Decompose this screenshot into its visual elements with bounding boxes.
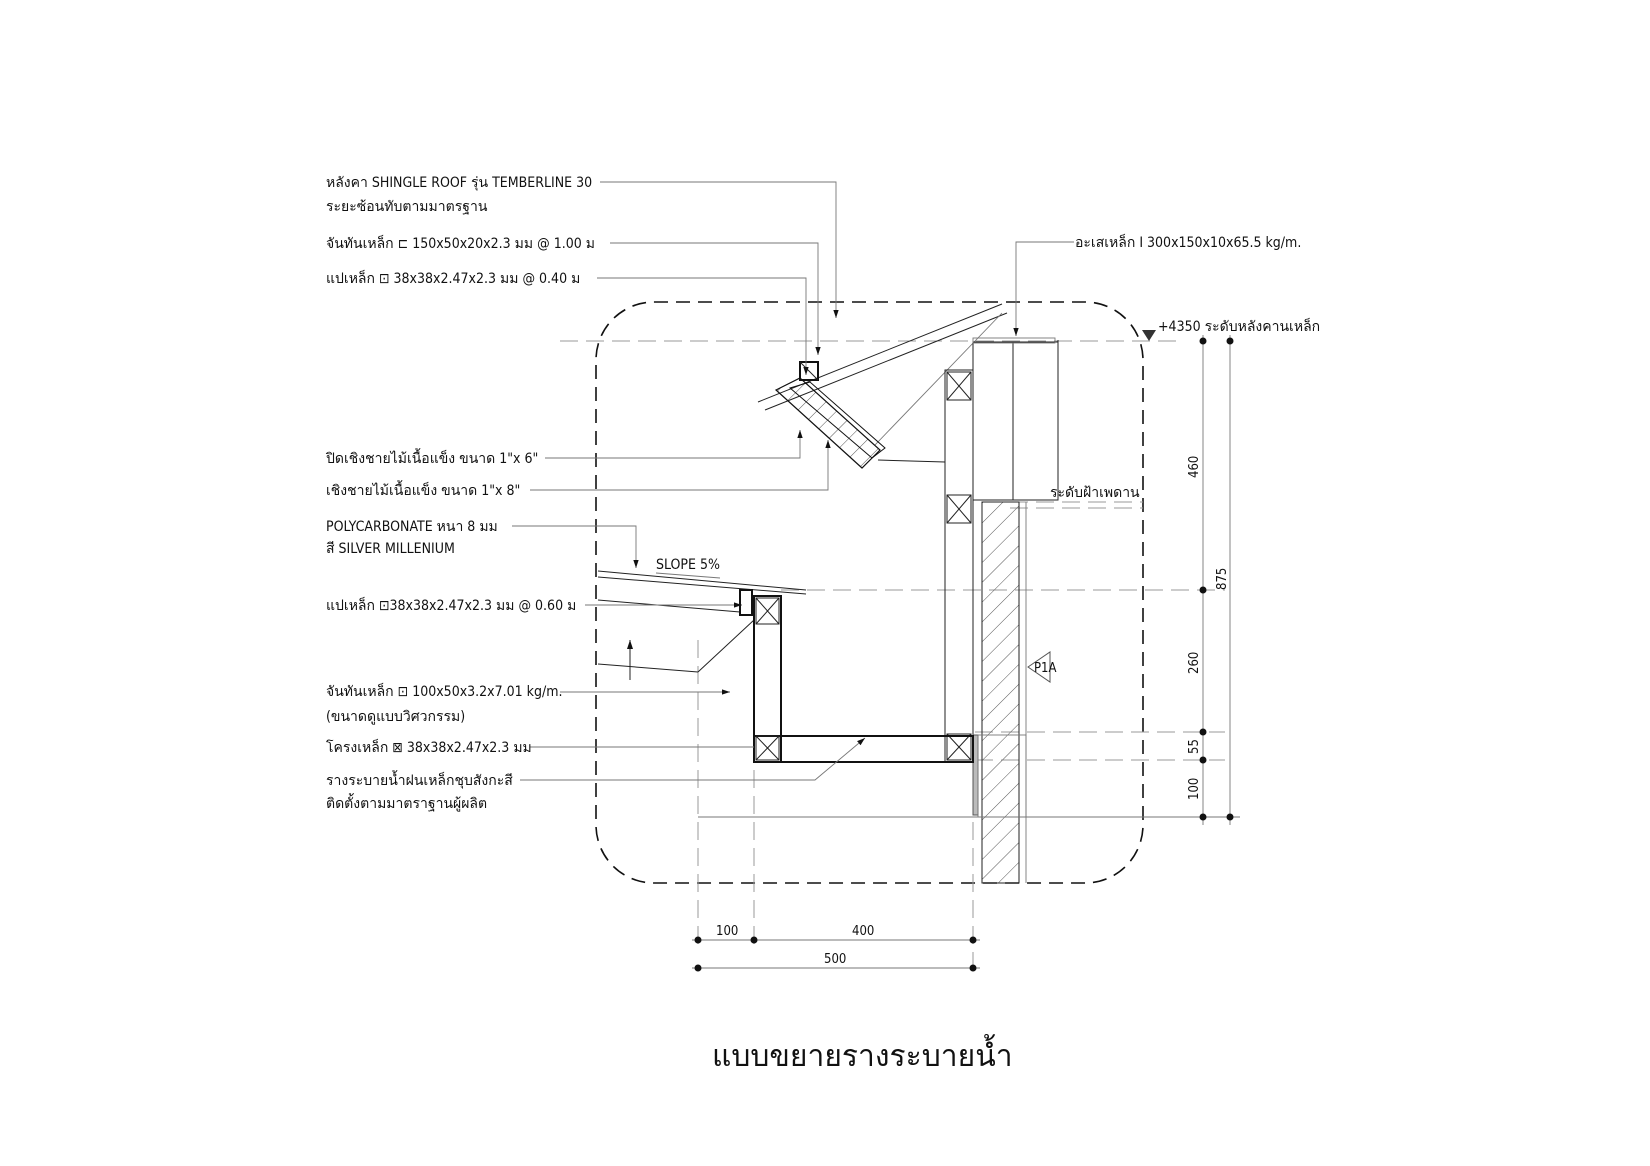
dim-260: 260 bbox=[1187, 652, 1202, 674]
shingle-roof bbox=[757, 303, 1008, 469]
dim-55: 55 bbox=[1187, 739, 1202, 754]
dim-100-horizontal: 100 bbox=[716, 924, 738, 939]
steel-beam bbox=[972, 337, 1059, 501]
polycarbonate-sheet bbox=[597, 570, 807, 673]
section-tag: P1A bbox=[1034, 661, 1057, 676]
drawing-title: แบบขยายรางระบายน้ำ bbox=[712, 1034, 1013, 1074]
label-beam: อะเสเหล็ก I 300x150x10x65.5 kg/m. bbox=[1075, 233, 1301, 251]
annotations: หลังคา SHINGLE ROOF รุ่น TEMBERLINE 30 ร… bbox=[326, 175, 1321, 812]
label-roof: หลังคา SHINGLE ROOF รุ่น TEMBERLINE 30 bbox=[326, 175, 592, 191]
label-rafter: จันทันเหล็ก ⊡ 100x50x3.2x7.01 kg/m. bbox=[326, 682, 562, 700]
dim-875: 875 bbox=[1215, 568, 1230, 590]
label-purlin-040: แปเหล็ก ⊡ 38x38x2.47x2.3 มม @ 0.40 ม bbox=[326, 269, 580, 287]
label-purlin-060: แปเหล็ก ⊡38x38x2.47x2.3 มม @ 0.60 ม bbox=[326, 596, 576, 614]
dim-460: 460 bbox=[1187, 456, 1202, 478]
gutter bbox=[753, 595, 974, 763]
label-gutter-install: ติดตั้งตามมาตราฐานผู้ผลิต bbox=[326, 793, 487, 812]
label-polycarbonate: POLYCARBONATE หนา 8 มม bbox=[326, 519, 498, 535]
label-rafter-c: จันทันเหล็ก ⊏ 150x50x20x2.3 มม @ 1.00 ม bbox=[326, 234, 595, 252]
dim-500: 500 bbox=[824, 952, 846, 967]
horizontal-dimensions: 100 400 500 bbox=[692, 924, 980, 972]
label-level-top: +4350 ระดับหลังคานเหล็ก bbox=[1158, 317, 1320, 335]
dim-100-vertical: 100 bbox=[1187, 778, 1202, 800]
label-gutter: รางระบายน้ำฝนเหล็กชุบสังกะสี bbox=[326, 770, 513, 789]
level-marker-icon bbox=[1142, 330, 1156, 341]
wall-hatch bbox=[981, 501, 1020, 884]
label-frame: โครงเหล็ก ⊠ 38x38x2.47x2.3 มม bbox=[326, 738, 532, 756]
detail-boundary bbox=[595, 301, 1144, 884]
dim-400: 400 bbox=[852, 924, 874, 939]
leader-lines bbox=[512, 181, 1074, 781]
label-roof-overlap: ระยะซ้อนทับตามมาตรฐาน bbox=[326, 199, 488, 215]
steel-column bbox=[944, 369, 974, 763]
label-slope: SLOPE 5% bbox=[656, 557, 720, 573]
label-fascia: เชิงชายไม้เนื้อแข็ง ขนาด 1"x 8" bbox=[326, 480, 520, 499]
label-fascia-cover: ปิดเชิงชายไม้เนื้อแข็ง ขนาด 1"x 6" bbox=[326, 448, 539, 467]
vertical-dimensions: 460 875 260 55 100 bbox=[1187, 335, 1234, 825]
label-ceiling-level: ระดับฝ้าเพดาน bbox=[1050, 485, 1140, 501]
section-tag-icon bbox=[1027, 651, 1051, 683]
label-rafter-note: (ขนาดดูแบบวิศวกรรม) bbox=[326, 709, 465, 725]
label-polycarbonate-color: สี SILVER MILLENIUM bbox=[326, 541, 455, 557]
reference-lines bbox=[560, 340, 1240, 975]
